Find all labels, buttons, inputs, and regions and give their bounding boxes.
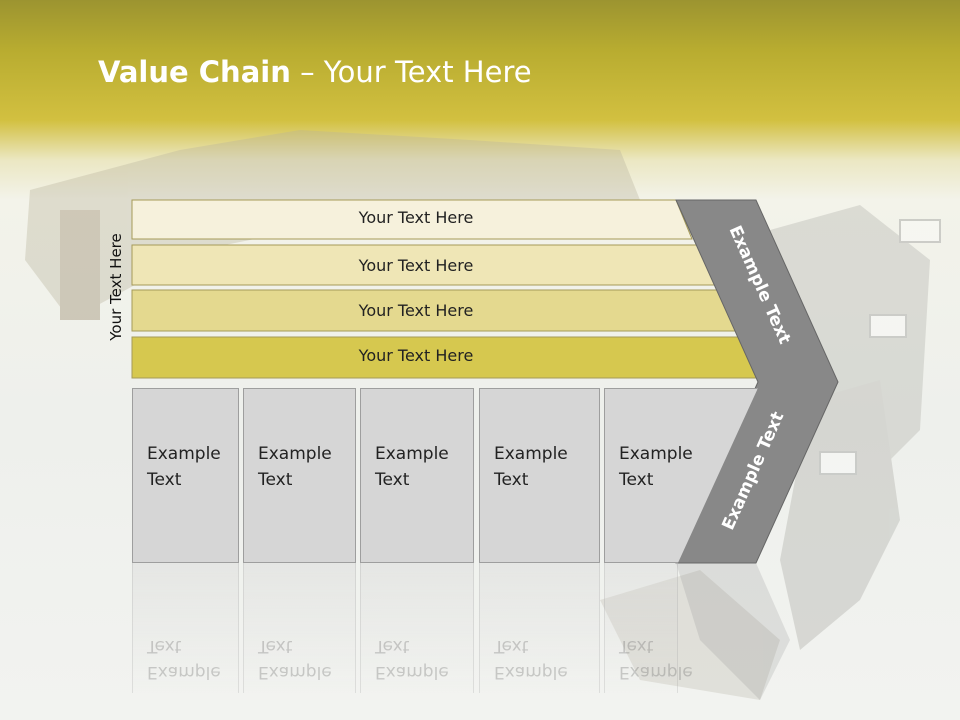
activity-box-5-line1: Example <box>619 444 693 464</box>
band-4-label: Your Text Here <box>358 346 474 365</box>
activity-box-3-line2: Text <box>375 470 410 490</box>
band-1-label: Your Text Here <box>358 208 474 227</box>
chevron-shape <box>675 199 839 564</box>
activity-box-1-line2: Text <box>147 470 182 490</box>
activity-box-2-line1: Example <box>258 444 332 464</box>
band-3-label: Your Text Here <box>358 301 474 320</box>
band-1-shape <box>131 199 693 240</box>
title-rest: – Your Text Here <box>290 55 532 89</box>
title-bold: Value Chain <box>98 55 291 89</box>
band-2-label: Your Text Here <box>358 256 474 275</box>
activity-box-1-line1: Example <box>147 444 221 464</box>
activity-box-4-line2: Text <box>494 470 529 490</box>
activity-box-2-line2: Text <box>258 470 293 490</box>
chevron-reflection <box>676 563 790 700</box>
activity-box-5-line2: Text <box>619 470 654 490</box>
slide-title: Value Chain – Your Text Here <box>98 55 532 89</box>
activity-box-4-line1: Example <box>494 444 568 464</box>
activity-box-3-line1: Example <box>375 444 449 464</box>
